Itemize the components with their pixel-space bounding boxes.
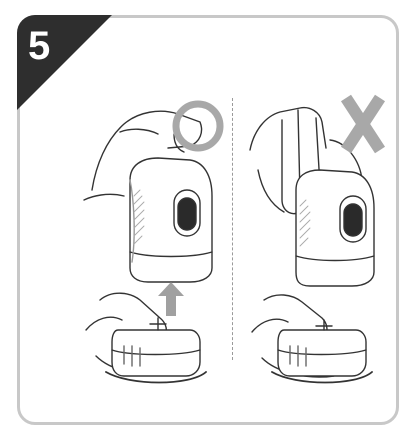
right-upper-hand <box>250 108 326 150</box>
wrong-x-icon <box>346 98 380 150</box>
